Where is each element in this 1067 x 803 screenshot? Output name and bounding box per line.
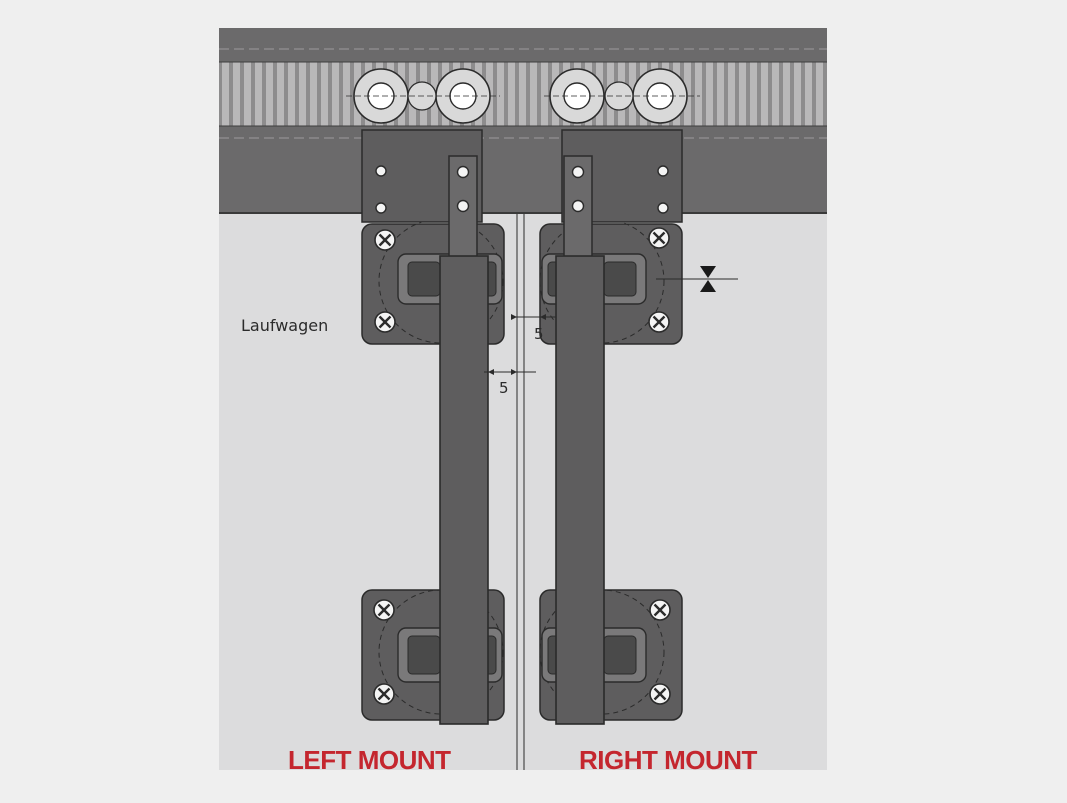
dimension-upper-label: 5 (534, 325, 544, 343)
dimension-upper (511, 290, 556, 322)
left-mount-label: LEFT MOUNT (288, 745, 451, 775)
right-vertical-bar (555, 255, 605, 725)
left-vertical-bar (439, 255, 489, 725)
dimension-lower (484, 369, 536, 375)
laufwagen-callout: Laufwagen (241, 316, 328, 335)
overhead-rail (219, 28, 827, 214)
dimension-lower-label: 5 (499, 379, 509, 397)
height-adjust-icon (656, 266, 738, 292)
right-mount-label: RIGHT MOUNT (579, 745, 758, 775)
